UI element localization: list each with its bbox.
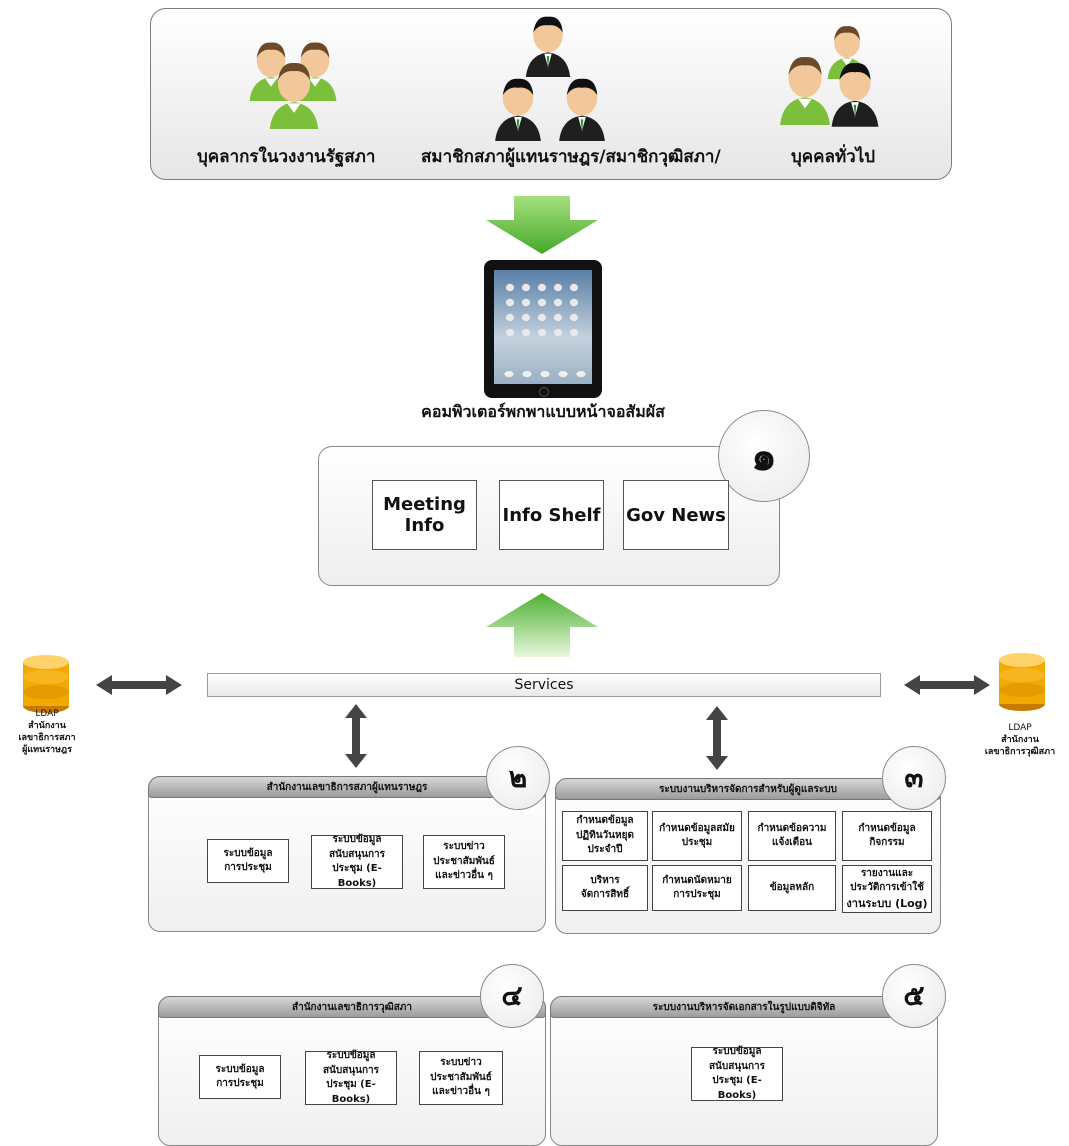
admin-system-panel: ระบบงานบริหารจัดการสำหรับผู้ดูแลระบบ กำห… <box>555 778 941 934</box>
ldap-left-label: LDAP สำนักงาน เลขาธิการสภา ผู้แทนราษฎร <box>18 709 76 756</box>
notification-setting[interactable]: กำหนดข้อความแจ้งเตือน <box>748 811 836 861</box>
holiday-calendar-setting[interactable]: กำหนดข้อมูลปฏิทินวันหยุดประจำปี <box>562 811 648 861</box>
meeting-data-system[interactable]: ระบบข้อมูลการประชุม <box>207 839 289 883</box>
device-label: คอมพิวเตอร์พกพาแบบหน้าจอสัมผัส <box>421 402 665 421</box>
section-number-4: ๔ <box>480 964 544 1028</box>
usage-log-report[interactable]: รายงานและประวัติการเข้าใช้งานระบบ (Log) <box>842 865 932 913</box>
permission-management[interactable]: บริหารจัดการสิทธิ์ <box>562 865 648 911</box>
members-icon <box>483 13 623 141</box>
master-data[interactable]: ข้อมูลหลัก <box>748 865 836 911</box>
group-label-public: บุคคลทั่วไป <box>791 147 876 167</box>
house-secretariat-panel: สำนักงานเลขาธิการสภาผู้แทนราษฎร ระบบข้อม… <box>148 776 546 932</box>
ebooks-system[interactable]: ระบบข้อมูลสนับสนุนการประชุม (E-Books) <box>305 1050 397 1105</box>
panel-title: ระบบงานบริหารจัดเอกสารในรูปแบบดิจิทัล <box>550 996 938 1018</box>
services-bar: Services <box>207 673 881 697</box>
meeting-appointment-setting[interactable]: กำหนดนัดหมายการประชุม <box>652 865 742 911</box>
section-number-5: ๕ <box>882 964 946 1028</box>
general-public-icon <box>777 23 883 133</box>
digital-document-panel: ระบบงานบริหารจัดเอกสารในรูปแบบดิจิทัล ระ… <box>550 996 938 1146</box>
tablet-icon <box>484 260 602 398</box>
meeting-data-system[interactable]: ระบบข้อมูลการประชุม <box>199 1055 281 1099</box>
ldap-right-label: LDAP สำนักงาน เลขาธิการวุฒิสภา <box>984 723 1056 758</box>
group-label-staff: บุคลากรในวงงานรัฐสภา <box>197 147 376 167</box>
down-arrow-icon <box>486 196 598 254</box>
double-arrow-icon <box>96 675 182 695</box>
section-number-1: ๑ <box>718 410 810 502</box>
double-arrow-icon <box>904 675 990 695</box>
ebooks-system[interactable]: ระบบข้อมูลสนับสนุนการประชุม (E-Books) <box>691 1046 783 1101</box>
vertical-double-arrow-icon <box>706 706 728 770</box>
news-system[interactable]: ระบบข่าวประชาสัมพันธ์และข่าวอื่น ๆ <box>419 1051 503 1105</box>
section-number-2: ๒ <box>486 746 550 810</box>
senate-secretariat-panel: สำนักงานเลขาธิการวุฒิสภา ระบบข้อมูลการปร… <box>158 996 546 1146</box>
panel-title: สำนักงานเลขาธิการวุฒิสภา <box>158 996 546 1018</box>
group-label-members: สมาชิกสภาผู้แทนราษฎร/สมาชิกวุฒิสภา/ <box>421 147 721 167</box>
section-number-3: ๓ <box>882 746 946 810</box>
parliament-staff-icon <box>239 37 349 127</box>
app-gov-news[interactable]: Gov News <box>623 480 729 550</box>
user-groups-panel: บุคลากรในวงงานรัฐสภา สมาชิกสภาผู้แทนราษฎ… <box>150 8 952 180</box>
activity-setting[interactable]: กำหนดข้อมูลกิจกรรม <box>842 811 932 861</box>
news-system[interactable]: ระบบข่าวประชาสัมพันธ์และข่าวอื่น ๆ <box>423 835 505 889</box>
database-icon <box>20 654 72 714</box>
session-setting[interactable]: กำหนดข้อมูลสมัยประชุม <box>652 811 742 861</box>
app-meeting-info[interactable]: Meeting Info <box>372 480 477 550</box>
up-arrow-icon <box>486 593 598 657</box>
vertical-double-arrow-icon <box>345 704 367 768</box>
database-icon <box>996 652 1048 712</box>
ebooks-system[interactable]: ระบบข้อมูลสนับสนุนการประชุม (E-Books) <box>311 834 403 889</box>
app-info-shelf[interactable]: Info Shelf <box>499 480 604 550</box>
